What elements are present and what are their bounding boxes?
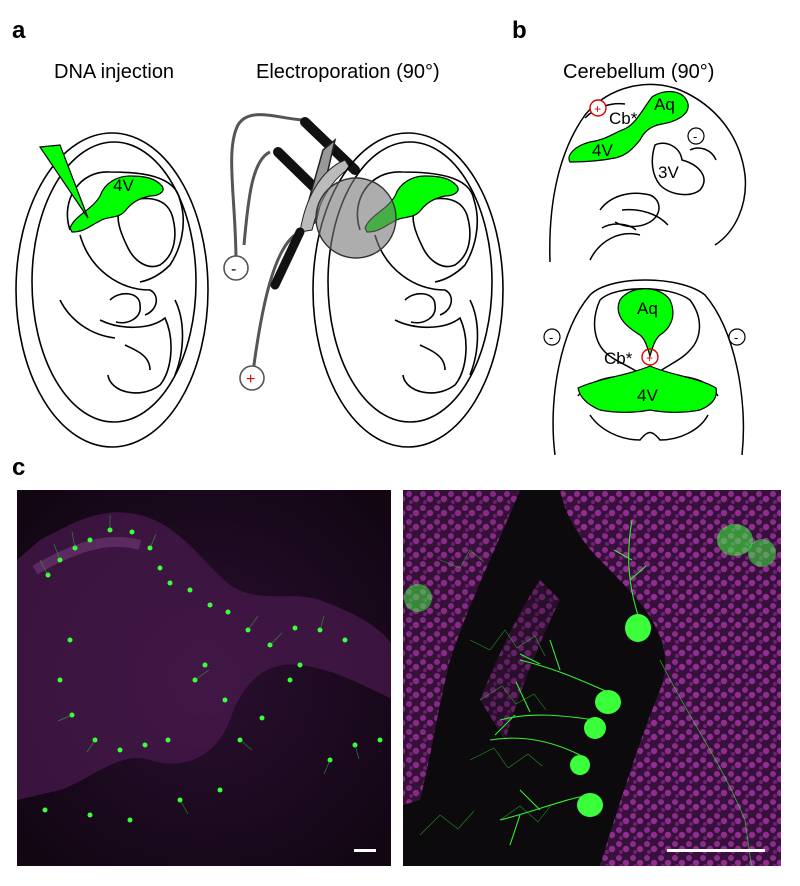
embryo-electroporation-diagram (312, 132, 504, 448)
positive-electrode-terminal (239, 365, 265, 391)
micrograph-low-magnification (17, 490, 391, 866)
injection-needle-icon (38, 144, 89, 219)
plus-electrode-sagittal (589, 99, 607, 117)
scale-bar-right (667, 849, 765, 852)
4v-label-coronal: 4V (637, 386, 658, 405)
panel-letter-c: c (12, 454, 25, 481)
panel-letter-b: b (512, 17, 527, 44)
minus-electrode-coronal-left (543, 328, 561, 346)
minus-sign-coronal-right: - (734, 330, 738, 345)
plus-electrode-coronal (641, 348, 659, 366)
negative-electrode-terminal (223, 255, 249, 281)
panel-letter-a: a (12, 17, 26, 44)
cerebellum-title: Cerebellum (90°) (563, 61, 714, 83)
electroporation-electrodes (230, 113, 360, 381)
fourth-ventricle-coronal (577, 365, 717, 413)
3v-label-sagittal: 3V (658, 163, 679, 182)
plus-sign-sagittal: + (594, 102, 601, 116)
ventricle-label-4v: 4V (113, 176, 134, 195)
scale-bar-left (354, 849, 376, 852)
cb-label-coronal: Cb* (604, 349, 633, 368)
embryo-injection-diagram (15, 132, 209, 448)
aqueduct-coronal (617, 288, 674, 358)
minus-electrode-coronal-right (728, 328, 746, 346)
positive-electrode-sign: + (246, 371, 255, 388)
electrode-field-circle (315, 177, 397, 259)
minus-sign-sagittal: - (693, 129, 697, 144)
electroporation-title: Electroporation (90°) (256, 61, 440, 83)
dna-injection-title: DNA injection (54, 61, 174, 83)
4v-label-sagittal: 4V (592, 141, 613, 160)
minus-sign-coronal-left: - (549, 330, 553, 345)
plus-sign-coronal: + (646, 351, 653, 365)
cb-label-sagittal: Cb* (609, 109, 638, 128)
negative-electrode-sign: - (231, 261, 236, 278)
sagittal-brain-diagram (549, 83, 747, 263)
fourth-ventricle-shape (69, 175, 164, 233)
micrograph-high-magnification (403, 490, 781, 866)
aq-label-coronal: Aq (637, 299, 658, 318)
minus-electrode-sagittal (687, 127, 705, 145)
aq-label-sagittal: Aq (654, 95, 675, 114)
aqueduct-sagittal (568, 90, 689, 163)
